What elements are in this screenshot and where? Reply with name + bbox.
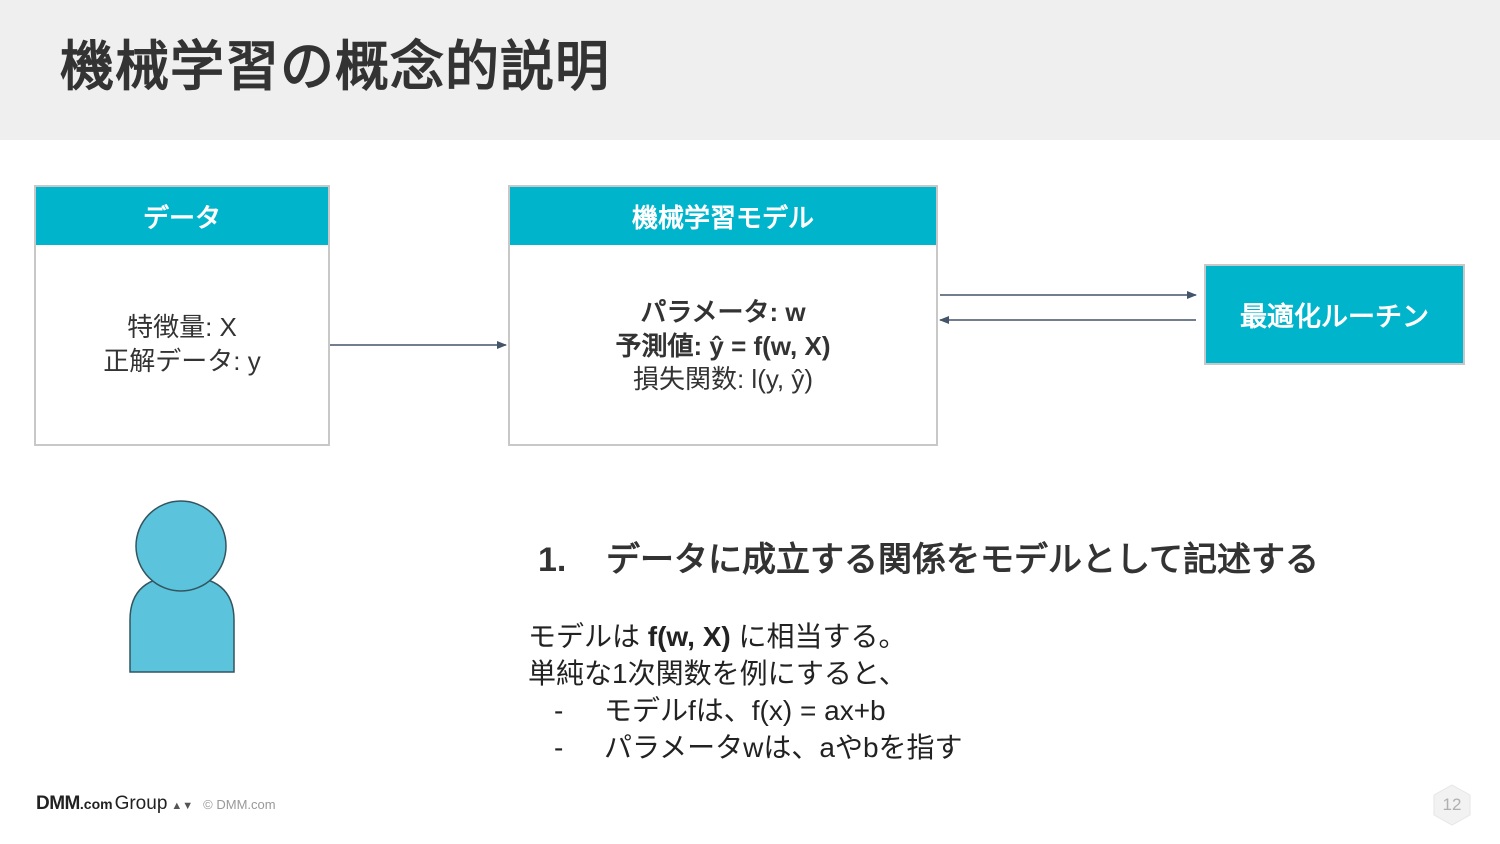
copyright-text: © DMM.com	[203, 797, 276, 812]
optimizer-box: 最適化ルーチン	[1204, 264, 1465, 365]
hexagon-icon	[1433, 784, 1471, 826]
model-formula: f(w, X)	[647, 621, 731, 652]
heading-text: データに成立する関係をモデルとして記述する	[606, 541, 1319, 579]
slide-title: 機械学習の概念的説明	[60, 37, 610, 97]
model-box-body: パラメータ: w 予測値: ŷ = f(w, X) 損失関数: l(y, ŷ)	[510, 245, 936, 444]
bullet-dash: -	[554, 695, 564, 726]
model-box-header: 機械学習モデル	[510, 187, 936, 245]
logo-com: .com	[79, 796, 113, 812]
bullet-text: モデルfは、f(x) = ax+b	[604, 695, 886, 726]
page-number-badge: 12	[1430, 783, 1474, 827]
loss-function-label: 損失関数: l(y, ŷ)	[632, 364, 814, 395]
explanation-body: モデルは f(w, X) に相当する。 単純な1次関数を例にすると、 - モデルf…	[528, 618, 963, 766]
model-description-prefix: モデルは	[528, 621, 648, 652]
bullet-dash: -	[554, 732, 564, 763]
title-band	[0, 0, 1500, 140]
person-icon	[129, 500, 235, 673]
logo-group: Group	[114, 793, 168, 814]
bullet-item-model: - モデルfは、f(x) = ax+b	[528, 692, 963, 729]
logo-dmm: DMM	[36, 793, 80, 814]
data-box: データ 特徴量: X 正解データ: y	[34, 185, 330, 446]
heading-number: 1.	[538, 541, 567, 579]
model-description-suffix: に相当する。	[730, 621, 907, 652]
model-description-line: モデルは f(w, X) に相当する。	[528, 618, 963, 655]
logo-mark-icon: ▲▼	[171, 800, 194, 812]
data-box-header: データ	[36, 187, 328, 245]
page-number: 12	[1442, 795, 1462, 814]
model-box: 機械学習モデル パラメータ: w 予測値: ŷ = f(w, X) 損失関数: …	[508, 185, 938, 446]
dmm-group-logo: DMM .com Group ▲▼ © DMM.com	[36, 793, 276, 815]
data-box-body: 特徴量: X 正解データ: y	[36, 245, 328, 444]
example-intro-line: 単純な1次関数を例にすると、	[528, 658, 907, 689]
explanation-heading: 1. データに成立する関係をモデルとして記述する	[538, 532, 1319, 581]
bullet-text: パラメータwは、aやbを指す	[604, 732, 963, 763]
optimizer-label: 最適化ルーチン	[1240, 302, 1429, 332]
parameter-label: パラメータ: w	[640, 296, 806, 327]
prediction-label: 予測値: ŷ = f(w, X)	[615, 330, 831, 361]
label-data-label: 正解データ: y	[103, 345, 261, 376]
feature-label: 特徴量: X	[127, 311, 237, 342]
bullet-item-parameter: - パラメータwは、aやbを指す	[528, 729, 963, 766]
